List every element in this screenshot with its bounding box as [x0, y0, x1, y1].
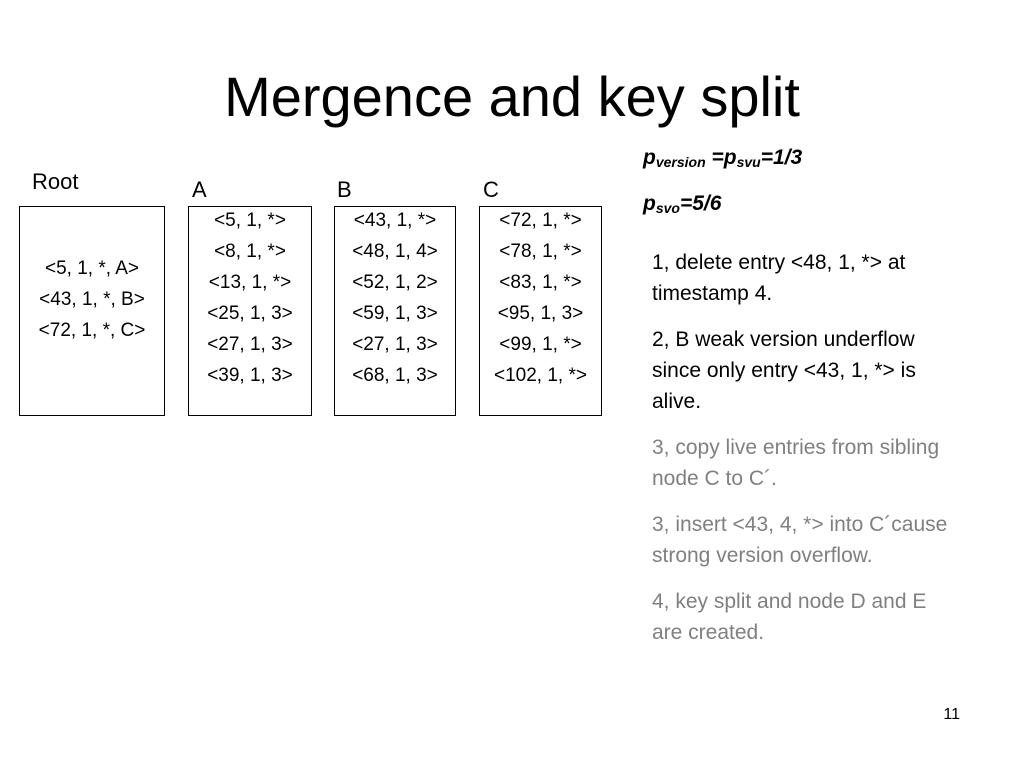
root-node-label: Root	[32, 169, 79, 194]
node-a-entry: <5, 1, *>	[214, 210, 286, 231]
formula-p-svo: psvo=5/6	[643, 192, 722, 216]
step-item: 4, key split and node D and E are create…	[652, 590, 927, 644]
node-b: <43, 1, *> <48, 1, 4> <52, 1, 2> <59, 1,…	[334, 206, 456, 416]
node-c-entry: <99, 1, *>	[499, 334, 582, 355]
node-b-entry: <43, 1, *>	[353, 210, 437, 231]
root-entry: <43, 1, *, B>	[39, 289, 145, 310]
root-entry: <72, 1, *, C>	[38, 320, 146, 341]
page-number: 11	[943, 706, 960, 723]
slide-title: Mergence and key split	[224, 65, 800, 128]
step-item: 1, delete entry <48, 1, *> at timestamp …	[652, 251, 906, 305]
node-c-entry: <102, 1, *>	[494, 365, 587, 386]
node-b-entry: <68, 1, 3>	[352, 365, 438, 386]
node-a-entry: <13, 1, *>	[208, 272, 292, 293]
node-a-entry: <8, 1, *>	[214, 241, 286, 262]
root-entry: <5, 1, *, A>	[44, 258, 140, 279]
step-item: 2, B weak version underflow since only e…	[652, 328, 916, 413]
node-a-entry: <39, 1, 3>	[207, 365, 293, 386]
node-b-entry: <59, 1, 3>	[352, 303, 438, 324]
node-b-entry: <52, 1, 2>	[352, 272, 438, 293]
node-a: <5, 1, *> <8, 1, *> <13, 1, *> <25, 1, 3…	[188, 206, 312, 416]
node-b-entry: <48, 1, 4>	[352, 241, 438, 262]
steps-list: 1, delete entry <48, 1, *> at timestamp …	[652, 247, 952, 663]
node-a-entry: <25, 1, 3>	[207, 303, 293, 324]
node-c-entry: <83, 1, *>	[499, 272, 582, 293]
node-a-entry: <27, 1, 3>	[207, 334, 293, 355]
node-b-label: B	[337, 177, 352, 202]
node-c-entry: <72, 1, *>	[499, 210, 582, 231]
node-c-entry: <95, 1, 3>	[497, 303, 584, 324]
step-item: 3, copy live entries from sibling node C…	[652, 436, 940, 490]
node-c-entry: <78, 1, *>	[499, 241, 582, 262]
root-node: <5, 1, *, A> <43, 1, *, B> <72, 1, *, C>	[19, 206, 165, 416]
step-item: 3, insert <43, 4, *> into C´cause strong…	[652, 513, 948, 567]
node-a-label: A	[192, 177, 207, 202]
node-b-entry: <27, 1, 3>	[352, 334, 438, 355]
node-c: <72, 1, *> <78, 1, *> <83, 1, *> <95, 1,…	[479, 206, 602, 416]
formula-p-version: pversion =psvu=1/3	[643, 146, 803, 170]
node-c-label: C	[483, 177, 499, 202]
